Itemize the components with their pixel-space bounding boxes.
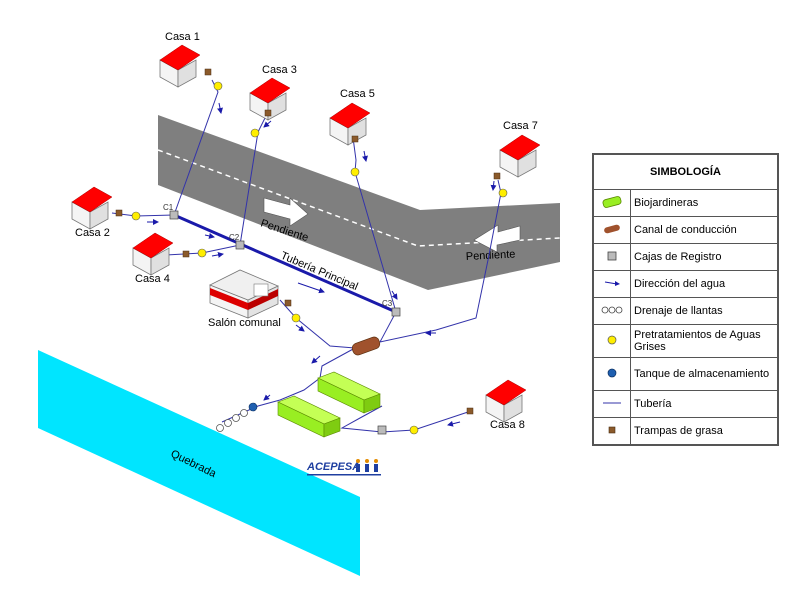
casa7-label: Casa 7 xyxy=(503,120,538,132)
storage-tank xyxy=(248,402,258,412)
yellow-circle-icon xyxy=(607,335,617,344)
legend-label-biojardineras: Biojardineras xyxy=(630,189,778,217)
acepesa-logo: ACEPESA xyxy=(306,459,381,476)
direction-arrows xyxy=(147,102,497,427)
c1-label: C1 xyxy=(163,203,174,212)
casa5-label: Casa 5 xyxy=(340,88,375,100)
legend-label-trampas: Trampas de grasa xyxy=(630,417,778,445)
acepesa-figures-icon xyxy=(356,459,378,472)
casa2-label: Casa 2 xyxy=(75,227,110,239)
c2-label: C2 xyxy=(229,233,240,242)
casa4-label: Casa 4 xyxy=(135,273,170,285)
caja-registro-icon xyxy=(607,251,617,260)
biojardinera-1 xyxy=(317,371,381,414)
casa3-label: Casa 3 xyxy=(262,64,297,76)
legend-simbologia: SIMBOLOGÍA Biojardineras Canal de conduc… xyxy=(592,153,779,446)
grease-trap-icon xyxy=(608,426,616,433)
salon-comunal-building xyxy=(209,269,279,319)
c3-label: C3 xyxy=(382,299,393,308)
legend-label-tanque: Tanque de almacenamiento xyxy=(630,357,778,391)
tires-icon xyxy=(601,306,623,313)
legend-item-drenaje: Drenaje de llantas xyxy=(593,297,778,325)
river-quebrada xyxy=(38,350,360,576)
legend-label-cajas: Cajas de Registro xyxy=(630,243,778,271)
pretreatment-circles xyxy=(131,81,508,435)
legend-item-pretratamientos: Pretratamientos de Aguas Grises xyxy=(593,324,778,358)
caja-registro-boxes xyxy=(169,210,401,435)
legend-item-canal: Canal de conducción xyxy=(593,216,778,244)
casa8-label: Casa 8 xyxy=(490,419,525,431)
acepesa-underline xyxy=(307,474,381,476)
legend-item-biojardineras: Biojardineras xyxy=(593,189,778,217)
legend-item-trampas: Trampas de grasa xyxy=(593,417,778,445)
house-casa1 xyxy=(159,44,201,88)
acepesa-logo-text: ACEPESA xyxy=(306,461,360,473)
legend-item-direccion: Dirección del agua xyxy=(593,270,778,298)
pipes xyxy=(111,79,502,433)
road xyxy=(158,115,560,290)
blue-circle-icon xyxy=(607,368,617,377)
legend-label-canal: Canal de conducción xyxy=(630,216,778,244)
legend-label-drenaje: Drenaje de llantas xyxy=(630,297,778,325)
biojardinera-icon xyxy=(602,195,622,208)
house-casa3 xyxy=(249,77,291,121)
salon-label: Salón comunal xyxy=(208,317,281,329)
house-casa2 xyxy=(71,186,113,230)
biojardinera-2 xyxy=(277,395,341,438)
main-pipe xyxy=(173,213,397,314)
slope-arrow-left-icon xyxy=(263,197,309,227)
legend-title: SIMBOLOGÍA xyxy=(593,154,778,190)
casa1-label: Casa 1 xyxy=(165,31,200,43)
line-icon xyxy=(603,402,621,403)
house-casa4 xyxy=(132,232,174,276)
house-casa5 xyxy=(329,102,371,146)
legend-label-tuberia: Tubería xyxy=(630,390,778,418)
canal-icon xyxy=(604,224,620,233)
legend-item-cajas: Cajas de Registro xyxy=(593,243,778,271)
tire-drains xyxy=(216,409,248,432)
house-casa7 xyxy=(499,134,541,178)
slope-arrow-right-icon xyxy=(473,224,521,253)
house-casa8 xyxy=(485,379,527,423)
pendiente-right-label: Pendiente xyxy=(466,248,516,263)
legend-item-tuberia: Tubería xyxy=(593,390,778,418)
legend-label-direccion: Dirección del agua xyxy=(630,270,778,298)
grease-traps xyxy=(115,68,501,415)
canal-conduccion xyxy=(351,336,381,356)
legend-item-tanque: Tanque de almacenamiento xyxy=(593,357,778,391)
arrow-icon xyxy=(604,280,620,286)
legend-label-pretratamientos: Pretratamientos de Aguas Grises xyxy=(630,324,778,358)
